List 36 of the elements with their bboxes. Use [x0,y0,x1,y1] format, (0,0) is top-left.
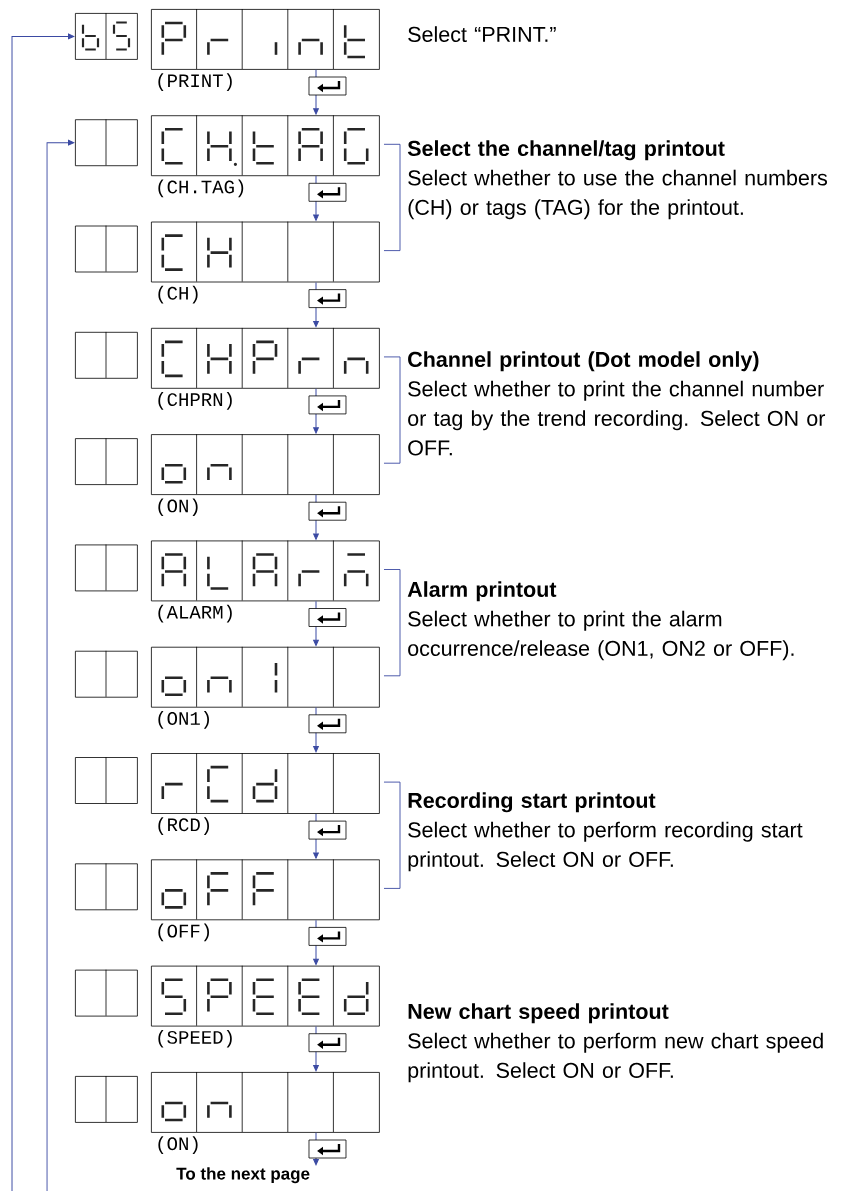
display-label: (OFF) [158,923,209,942]
seven-segment-display [75,118,138,167]
display-label: (RCD) [158,817,209,835]
display-label: (ALARM) [158,604,232,623]
heading: Recording start printout [408,792,656,813]
seven-segment-display [75,1075,138,1123]
heading: New chart speed printout [408,1003,669,1024]
seven-segment-display [75,12,138,60]
seven-segment-display [75,756,138,804]
heading: Channel printout (Dot model only) [408,351,759,372]
arrow [11,33,75,1191]
display-label: (ON) [158,498,198,517]
seven-segment-display [75,225,138,273]
display-label: (CHPRN) [158,392,232,410]
seven-segment-display [75,863,138,911]
seven-segment-display [75,437,138,485]
display-label: (ON) [158,1136,198,1154]
description-text: Select whether to perform recording start printout. Select ON or OFF. [408,821,803,872]
display-label: (CH) [158,285,198,304]
arrow [46,139,75,1191]
display-label: (ON1) [158,711,209,729]
seven-segment-display [75,544,138,592]
description-text: Select whether to use the channel numbers (CH) or tags (TAG) for the printout. [408,169,827,220]
description-text: Select whether to print the channel number or tag by the trend recording. Select ON or OFF. [408,380,826,456]
display-label: (CH.TAG) [158,179,244,198]
seven-segment-display [75,331,138,379]
seven-segment-display [75,969,138,1017]
description-text: Select “PRINT.” [408,26,556,42]
display-label: (PRINT) [158,73,232,91]
seven-segment-display [75,650,138,698]
heading: Select the channel/tag printout [407,140,725,161]
description-text: Select whether to print the alarm occurrence/release (ON1, ON2 or OFF). [408,610,794,661]
display-label: (SPEED) [158,1029,232,1048]
heading: Alarm printout [407,581,557,602]
description-text: Select whether to perform new chart speed printout. Select ON or OFF. [408,1032,823,1083]
page-reference: To the next page [176,1167,310,1184]
